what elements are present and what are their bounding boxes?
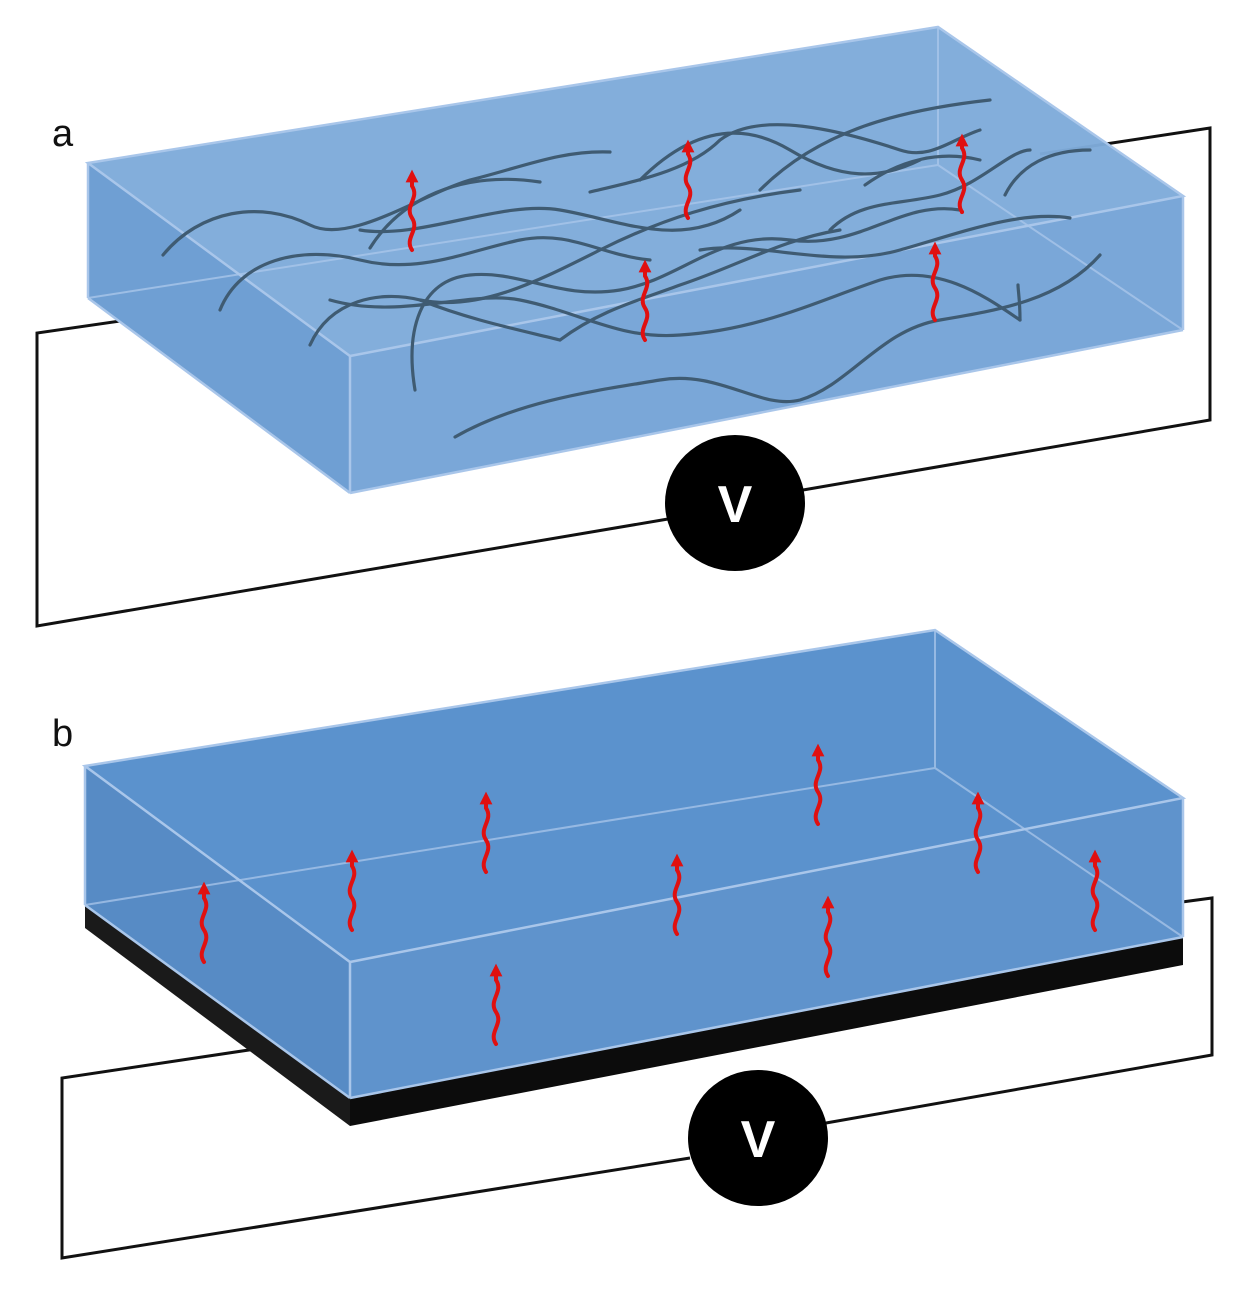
panel-b-wire-left — [60, 1046, 691, 1260]
panel-b-voltmeter: V — [688, 1070, 828, 1206]
heat-arrow-icon — [928, 241, 942, 322]
heat-arrow-icon — [670, 853, 684, 936]
panel-a-wire-right — [802, 126, 1212, 492]
heat-arrow-icon — [638, 259, 652, 342]
panel-b-electrode-front — [350, 937, 1183, 1126]
voltmeter-icon — [665, 435, 805, 571]
panel-b-film-top — [85, 630, 1183, 962]
panel-a: a — [35, 25, 1212, 628]
heat-arrow-icon — [489, 963, 503, 1046]
panel-b-film-front — [350, 798, 1183, 1098]
panel-a-film-side — [88, 163, 350, 493]
heat-arrow-icon — [197, 881, 211, 964]
panel-a-voltmeter: V — [665, 435, 805, 571]
panel-b-voltmeter-label: V — [741, 1111, 776, 1169]
heat-arrow-icon — [345, 849, 359, 932]
panel-b-electrode-side — [85, 905, 350, 1126]
heat-arrow-icon — [811, 743, 825, 826]
panel-a-voltmeter-label: V — [718, 476, 753, 534]
heat-arrow-icon — [681, 139, 695, 220]
heat-arrow-icon — [971, 791, 985, 874]
heat-arrow-icon — [479, 791, 493, 874]
panel-a-visible-edges — [84, 25, 1187, 495]
heat-arrow-icon — [955, 133, 969, 214]
panel-b-wire-right — [825, 896, 1214, 1125]
panel-b-heat-arrows — [197, 743, 1102, 1046]
panel-b-film-side — [85, 766, 350, 1098]
panel-b-label: b — [52, 713, 73, 755]
voltmeter-icon — [688, 1070, 828, 1206]
panel-a-nanowires — [161, 98, 1102, 439]
panel-a-film-front — [350, 196, 1183, 493]
panel-b: b — [52, 628, 1214, 1260]
panel-b-visible-edges — [81, 628, 1187, 1100]
panel-a-hidden-edges — [87, 27, 1184, 331]
heat-arrow-icon — [821, 895, 835, 978]
panel-a-film-top — [88, 27, 1183, 356]
heat-arrow-icon — [1088, 849, 1102, 932]
panel-a-label: a — [52, 113, 74, 155]
heat-arrow-icon — [405, 169, 419, 252]
panel-a-heat-arrows — [405, 133, 969, 342]
